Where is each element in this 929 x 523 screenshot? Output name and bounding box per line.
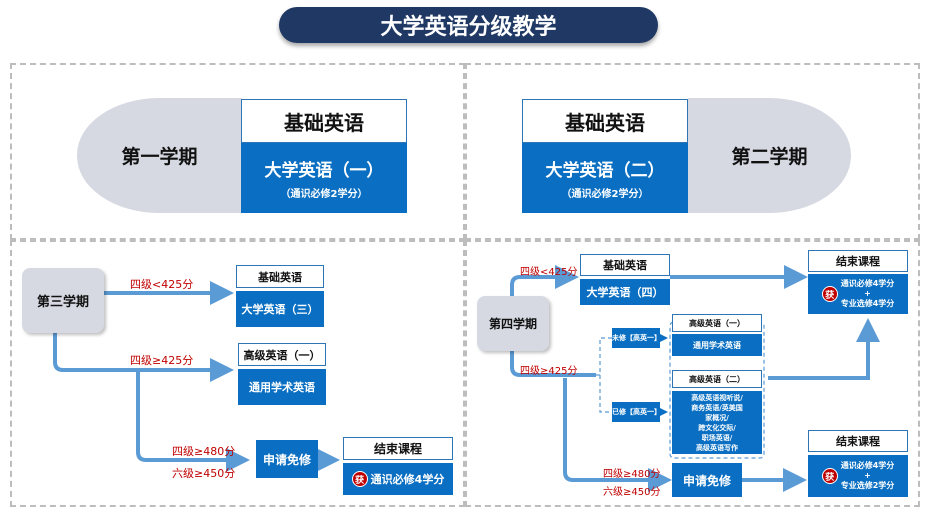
s3-cond-cet4-below-425: 四级<425分 bbox=[130, 278, 194, 291]
s4-basic-header: 基础英语 bbox=[580, 254, 670, 276]
s4-adv1-course: 通用学术英语 bbox=[672, 334, 762, 356]
semester-4-label: 第四学期 bbox=[477, 296, 549, 351]
s4-cond-cet6-above-450: 六级≥450分 bbox=[603, 487, 661, 498]
arrow-head-not-taken bbox=[660, 334, 668, 342]
s4-adv2-course-list: 高级英语视听说/ 商务英语/英美国 家概况/ 跨文化交际/ 职场英语/ 高级英语… bbox=[672, 391, 762, 454]
s4-adv1-header: 高级英语（一） bbox=[672, 314, 762, 332]
arrow-s4-high bbox=[510, 345, 596, 377]
s3-end-credit-box: 获 通识必修4学分 bbox=[343, 463, 453, 495]
s4-adv2-header: 高级英语（二） bbox=[672, 370, 762, 388]
s4-end2-line1: 通识必修4学分 bbox=[840, 461, 895, 470]
s4-end1-header: 结束课程 bbox=[808, 250, 908, 272]
s4-end2-credit-box: 获 通识必修4学分 + 专业选修2学分 bbox=[808, 455, 908, 497]
branch-s4 bbox=[599, 337, 612, 413]
arrow-s4-exempt bbox=[563, 378, 672, 492]
s4-end2-header: 结束课程 bbox=[808, 430, 908, 452]
s4-end1-plus: + bbox=[864, 289, 871, 298]
s4-not-taken-box: 未修【高英一】 bbox=[612, 328, 661, 348]
arrow-s3-advanced bbox=[53, 333, 234, 382]
s3-basic-header: 基础英语 bbox=[236, 265, 324, 288]
s4-cond-cet4-above-425: 四级≥425分 bbox=[520, 366, 578, 377]
s3-cond-cet6-above-450: 六级≥450分 bbox=[172, 467, 236, 480]
s2-course-credit: （通识必修2学分） bbox=[561, 189, 649, 200]
s4-cond-cet4-above-480: 四级≥480分 bbox=[603, 469, 661, 480]
s4-taken-box: 已修【高英一】 bbox=[612, 402, 661, 422]
arrow-head-taken bbox=[660, 408, 668, 416]
s3-basic-course: 大学英语（三） bbox=[236, 291, 324, 327]
s4-adv2-item: 跨文化交际/ bbox=[698, 423, 736, 432]
s3-advanced-header: 高级英语（一） bbox=[238, 343, 326, 366]
s4-end1-line2: 专业选修4学分 bbox=[840, 299, 895, 308]
s4-exempt-box: 申请免修 bbox=[672, 463, 742, 497]
award-icon: 获 bbox=[821, 468, 838, 484]
semester-3-label: 第三学期 bbox=[22, 268, 104, 333]
quadrant-semester-1 bbox=[10, 63, 465, 240]
s4-adv2-item: 高级英语视听说/ bbox=[691, 393, 743, 402]
semester-2-label: 第二学期 bbox=[688, 98, 851, 213]
s2-course-name: 大学英语（二） bbox=[545, 161, 665, 181]
s4-end2-line2: 专业选修2学分 bbox=[840, 481, 895, 490]
s3-cond-cet4-above-480: 四级≥480分 bbox=[172, 445, 236, 458]
s4-adv2-item: 高级英语写作 bbox=[696, 443, 738, 452]
s1-course-credit: （通识必修2学分） bbox=[280, 189, 368, 200]
s1-course-name: 大学英语（一） bbox=[264, 161, 384, 181]
s4-basic-course: 大学英语（四） bbox=[580, 279, 670, 305]
s3-advanced-course: 通用学术英语 bbox=[238, 369, 326, 405]
page-title: 大学英语分级教学 bbox=[279, 7, 658, 43]
arrow-s4-basic bbox=[510, 265, 579, 322]
s4-end1-credit-box: 获 通识必修4学分 + 专业选修4学分 bbox=[808, 274, 908, 314]
s3-end-header: 结束课程 bbox=[343, 437, 453, 460]
s4-end1-line1: 通识必修4学分 bbox=[840, 279, 895, 288]
arrow-s3-exempt bbox=[136, 370, 250, 472]
s3-cond-cet4-above-425: 四级≥425分 bbox=[130, 354, 194, 367]
s3-end-credit: 通识必修4学分 bbox=[370, 473, 445, 486]
s1-basic-header: 基础英语 bbox=[241, 99, 407, 143]
award-icon: 获 bbox=[821, 286, 838, 302]
s4-cond-cet4-below-425: 四级<425分 bbox=[520, 267, 578, 278]
quadrant-semester-2 bbox=[465, 63, 920, 240]
s4-adv2-item: 商务英语/英美国 bbox=[691, 403, 743, 412]
s4-end2-plus: + bbox=[864, 471, 871, 480]
semester-1-label: 第一学期 bbox=[77, 98, 242, 213]
quadrant-semester-3 bbox=[10, 240, 465, 507]
s1-course-box: 大学英语（一） （通识必修2学分） bbox=[241, 143, 407, 213]
s2-basic-header: 基础英语 bbox=[522, 99, 688, 143]
s4-adv2-item: 家概况/ bbox=[705, 413, 729, 422]
s3-exempt-box: 申请免修 bbox=[256, 440, 318, 478]
award-icon: 获 bbox=[351, 471, 368, 487]
arrow-s4-adv-up bbox=[768, 318, 880, 380]
s4-adv2-item: 职场英语/ bbox=[701, 433, 733, 442]
s2-course-box: 大学英语（二） （通识必修2学分） bbox=[522, 143, 688, 213]
quadrant-semester-4 bbox=[465, 240, 920, 507]
